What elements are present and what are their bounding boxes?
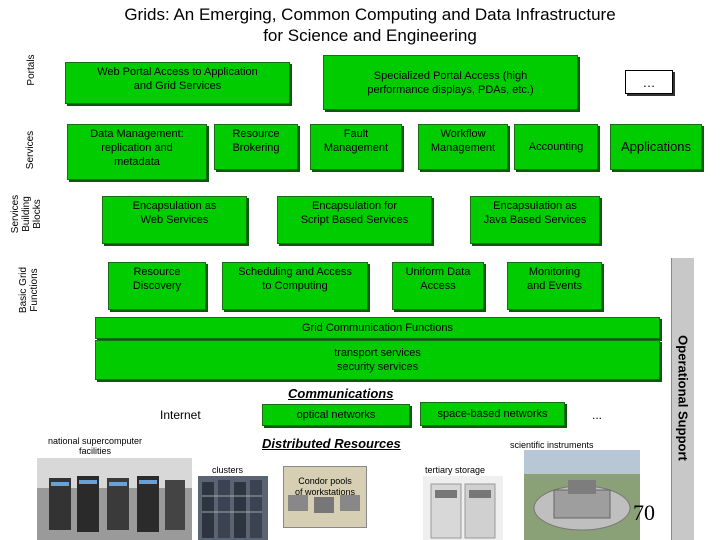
scientific-instruments-image — [524, 450, 640, 540]
box-specialized-portal-line-1: Specialized Portal Access (high — [373, 69, 528, 82]
box-uniform-data-access-line-1: Uniform Data — [405, 266, 471, 278]
box-web-portal: Web Portal Access to Application and Grid… — [65, 62, 290, 104]
box-encapsulation-web: Encapsulation as Web Services — [102, 196, 247, 244]
box-grid-communication-functions: Grid Communication Functions — [95, 317, 660, 339]
box-scheduling-line-1: Scheduling and Access — [238, 266, 352, 278]
box-web-portal-line-2: and Grid Services — [133, 80, 222, 92]
distributed-resources-title: Distributed Resources — [262, 436, 401, 451]
row-label-services: Services — [25, 130, 36, 170]
label-clusters: clusters — [212, 465, 244, 475]
tertiary-storage-photo — [423, 476, 503, 540]
label-condor-pools: Condor pools of workstations — [283, 476, 367, 498]
box-space-networks: space-based networks — [420, 402, 565, 426]
box-monitoring-events: Monitoring and Events — [507, 262, 602, 310]
box-applications: Applications — [610, 124, 702, 170]
row-label-basic-grid: Basic Grid Functions — [18, 255, 42, 325]
box-fault-management-line-1: Fault — [343, 128, 369, 140]
box-data-management: Data Management: replication and metadata — [67, 124, 207, 180]
label-supercomputer-line-1: national supercomputer — [48, 436, 143, 446]
box-monitoring-events-line-1: Monitoring — [528, 266, 581, 278]
box-data-management-line-3: metadata — [114, 156, 160, 168]
box-more-portals: … — [625, 70, 673, 94]
row-label-building-blocks-1: Services — [10, 194, 21, 234]
box-monitoring-events-line-2: and Events — [526, 280, 583, 292]
box-optical-networks: optical networks — [262, 404, 410, 426]
row-label-portals: Portals — [26, 54, 37, 86]
box-resource-discovery-line-1: Resource — [133, 266, 181, 278]
row-label-basic-grid-2: Functions — [29, 268, 40, 312]
box-transport-security: transport services security services — [95, 340, 660, 380]
condor-image — [284, 467, 366, 527]
box-resource-brokering-line-1: Resource — [232, 128, 280, 140]
box-encapsulation-java-line-2: Java Based Services — [483, 214, 587, 226]
label-tertiary-storage: tertiary storage — [425, 465, 486, 475]
box-encapsulation-java: Encapsulation as Java Based Services — [470, 196, 600, 244]
operational-support-label: Operational Support — [675, 335, 691, 461]
box-transport-line-2: security services — [336, 361, 419, 373]
clusters-image — [198, 476, 268, 540]
row-label-building-blocks: Services Building Blocks — [10, 179, 44, 249]
label-supercomputer: national supercomputer facilities — [48, 436, 142, 456]
box-workflow-management-line-1: Workflow — [440, 128, 486, 140]
box-encapsulation-web-line-2: Web Services — [140, 214, 209, 226]
box-resource-discovery-line-2: Discovery — [132, 280, 182, 292]
box-accounting: Accounting — [514, 124, 598, 170]
row-label-building-blocks-3: Blocks — [32, 199, 43, 229]
page-number: 70 — [633, 500, 655, 525]
page-title: Grids: An Emerging, Common Computing and… — [60, 4, 680, 46]
label-condor-line-2: of workstations — [294, 487, 356, 497]
box-data-management-line-2: replication and — [101, 142, 173, 154]
row-label-basic-grid-1: Basic Grid — [18, 266, 29, 314]
box-scheduling: Scheduling and Access to Computing — [222, 262, 368, 310]
title-line-1: Grids: An Emerging, Common Computing and… — [124, 5, 616, 24]
box-scheduling-line-2: to Computing — [262, 280, 328, 292]
supercomputer-photo — [37, 458, 192, 540]
condor-photo — [283, 466, 367, 528]
label-supercomputer-line-2: facilities — [79, 446, 112, 456]
clusters-photo — [198, 476, 268, 540]
box-encapsulation-script-line-1: Encapsulation for — [311, 200, 397, 212]
box-data-management-line-1: Data Management: — [90, 128, 184, 140]
supercomputer-image — [37, 458, 192, 540]
box-specialized-portal-line-2: performance displays, PDAs, etc.) — [367, 83, 534, 96]
label-condor-line-1: Condor pools — [298, 476, 352, 486]
operational-support-bar: Operational Support — [671, 258, 694, 540]
scientific-instruments-photo — [524, 450, 640, 540]
title-line-2: for Science and Engineering — [263, 26, 477, 45]
label-scientific-instruments: scientific instruments — [510, 440, 594, 450]
network-internet: Internet — [160, 408, 201, 422]
tertiary-storage-image — [423, 476, 503, 540]
box-fault-management-line-2: Management — [323, 142, 389, 154]
box-uniform-data-access-line-2: Access — [420, 280, 456, 292]
box-encapsulation-web-line-1: Encapsulation as — [132, 200, 217, 212]
box-web-portal-line-1: Web Portal Access to Application — [97, 66, 258, 78]
network-more: ... — [592, 408, 603, 422]
box-transport-line-1: transport services — [334, 347, 421, 359]
row-label-building-blocks-2: Building — [21, 196, 32, 232]
box-workflow-management-line-2: Management — [430, 142, 496, 154]
box-resource-brokering-line-2: Brokering — [232, 142, 280, 154]
box-encapsulation-script-line-2: Script Based Services — [300, 214, 409, 226]
box-encapsulation-java-line-1: Encapsulation as — [493, 200, 577, 212]
communications-title: Communications — [288, 386, 394, 401]
